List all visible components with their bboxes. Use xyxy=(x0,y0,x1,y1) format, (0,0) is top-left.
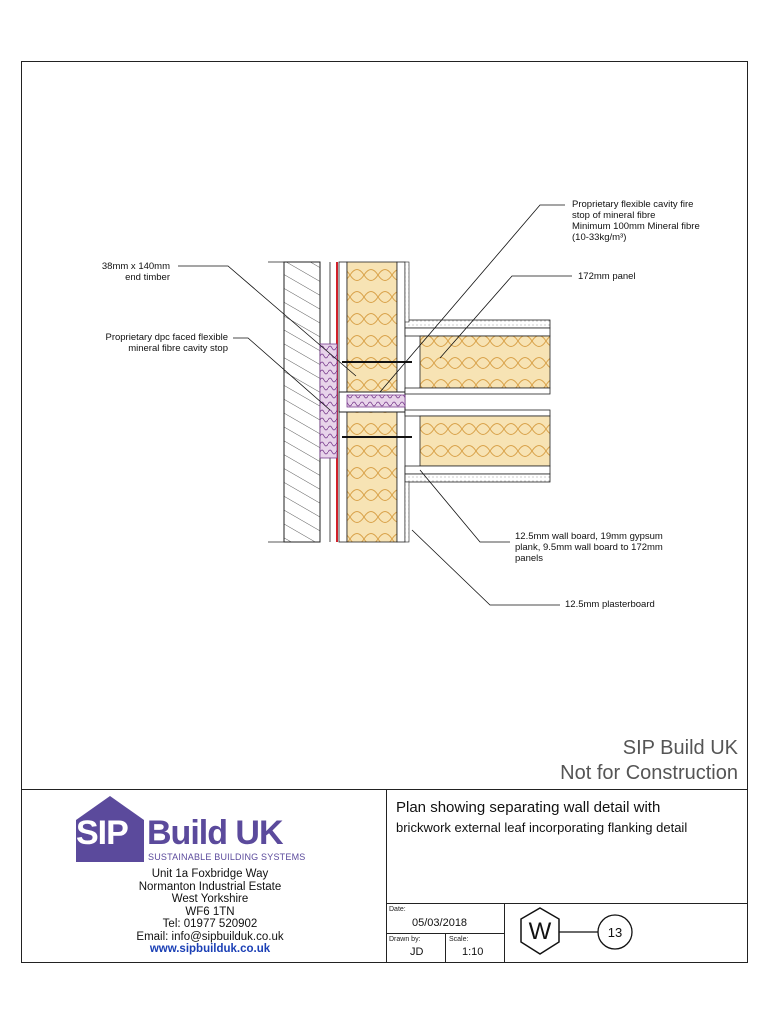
cavity-fire-stop xyxy=(346,394,406,408)
circle-icon xyxy=(597,914,633,950)
logo-tagline: SUSTAINABLE BUILDING SYSTEMS xyxy=(148,852,306,862)
label-line: Minimum 100mm Mineral fibre xyxy=(572,221,700,232)
address-line: Unit 1a Foxbridge Way xyxy=(151,868,269,880)
company-email: Email: info@sipbuilduk.co.uk xyxy=(136,930,284,943)
watermark-not-for-construction: Not for Construction xyxy=(560,762,738,784)
logo-text-left: SIP xyxy=(76,814,129,852)
label-line: panels xyxy=(515,553,543,564)
drawing-reference-symbol xyxy=(520,907,633,955)
brick-outer-leaf xyxy=(268,261,321,543)
label-line: 12.5mm plasterboard xyxy=(565,599,655,610)
label-line: plank, 9.5mm wall board to 172mm xyxy=(515,542,663,553)
company-tel: Tel: 01977 520902 xyxy=(162,918,258,930)
logo-text-right: Build UK xyxy=(147,814,284,852)
drawing-sheet-border xyxy=(21,61,748,963)
label-line: 12.5mm wall board, 19mm gypsum xyxy=(515,531,663,542)
reference-letter: W xyxy=(528,918,552,945)
drawing-title-line2: brickwork external leaf incorporating fl… xyxy=(396,820,688,835)
label-line: Proprietary dpc faced flexible xyxy=(105,332,228,343)
dpc-cavity-stop xyxy=(319,343,338,459)
leader-lines xyxy=(178,204,572,606)
label-dpc-cavity-stop: Proprietary dpc faced flexible mineral f… xyxy=(80,332,228,354)
label-line: 38mm x 140mm xyxy=(101,261,170,272)
date-value: 05/03/2018 xyxy=(412,917,468,929)
label-line: mineral fibre cavity stop xyxy=(128,343,228,354)
date-label: Date: xyxy=(389,906,406,913)
drawn-by-value: JD xyxy=(410,946,424,958)
title-block-ref-divider xyxy=(504,903,505,963)
address-line: Normanton Industrial Estate xyxy=(138,880,282,893)
watermark-company: SIP Build UK xyxy=(622,737,738,759)
reference-number: 13 xyxy=(607,925,623,940)
label-line: (10-33kg/m³) xyxy=(572,232,627,243)
label-wall-board: 12.5mm wall board, 19mm gypsum plank, 9.… xyxy=(515,531,663,564)
separating-wall-lower-panel xyxy=(404,409,551,483)
label-line: 172mm panel xyxy=(578,271,636,282)
title-block-divider xyxy=(386,789,387,963)
drawn-by-label: Drawn by: xyxy=(389,936,421,943)
house-icon xyxy=(76,796,144,862)
scale-value: 1:10 xyxy=(462,946,484,958)
address-line: WF6 1TN xyxy=(185,905,235,918)
company-address: Unit 1a Foxbridge Way Normanton Industri… xyxy=(60,868,360,956)
label-line: stop of mineral fibre xyxy=(572,210,656,221)
title-block-top-line xyxy=(21,789,748,790)
company-website-link[interactable]: www.sipbuilduk.co.uk xyxy=(149,943,271,955)
address-line: West Yorkshire xyxy=(171,893,249,905)
wall-ties xyxy=(342,361,412,438)
label-line: Proprietary flexible cavity fire xyxy=(572,199,694,210)
scale-label: Scale: xyxy=(449,936,469,943)
plasterboard-upper xyxy=(404,261,410,323)
separating-wall-upper-panel xyxy=(404,319,551,395)
company-logo xyxy=(76,796,144,862)
label-line: end timber xyxy=(125,272,170,283)
label-fire-stop: Proprietary flexible cavity fire stop of… xyxy=(572,199,700,243)
label-plasterboard: 12.5mm plasterboard xyxy=(565,599,655,610)
title-block-scale-divider xyxy=(445,933,446,963)
label-end-timber: 38mm x 140mm end timber xyxy=(75,261,170,283)
label-panel: 172mm panel xyxy=(578,271,636,282)
title-block-info-line xyxy=(386,903,748,904)
hexagon-icon xyxy=(520,907,560,955)
plasterboard-lower xyxy=(404,481,410,543)
drawing-title-line1: Plan showing separating wall detail with xyxy=(396,799,661,816)
